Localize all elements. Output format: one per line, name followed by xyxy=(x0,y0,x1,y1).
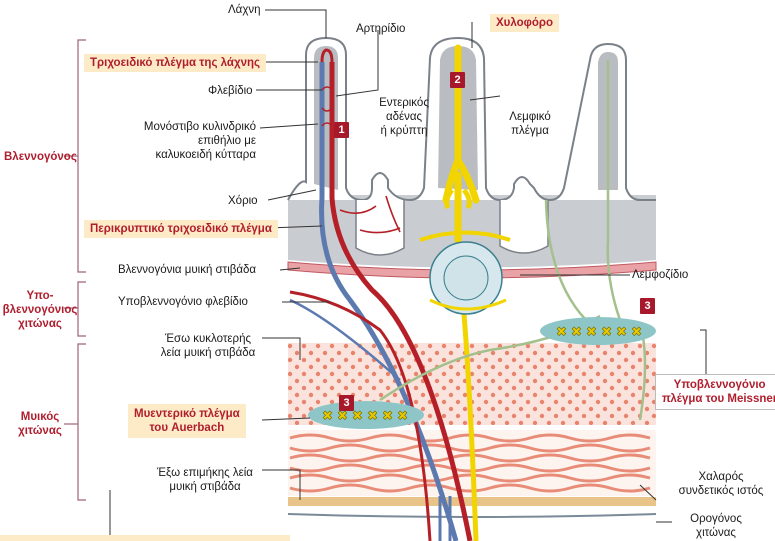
lamina-propria-label: Χόριο xyxy=(228,195,258,207)
lymphoid-follicle-label: Λεμφοζίδιο xyxy=(632,269,689,281)
meissner-label: Υποβλεννογόνιο πλέγμα του Meissner xyxy=(655,374,775,410)
svg-text:✖ ✖ ✖ ✖ ✖ ✖: ✖ ✖ ✖ ✖ ✖ ✖ xyxy=(556,325,642,340)
marker-1: 1 xyxy=(334,122,349,138)
submucosal-venule-label: Υποβλεννογόνιο φλεβίδιο xyxy=(118,296,248,308)
venule-label: Φλεβίδιο xyxy=(208,85,253,97)
cropped-highlight xyxy=(0,535,290,541)
layer-muscularis-label: Μυικός χιτώνας xyxy=(18,411,62,437)
muscularis-mucosae-label: Βλεννογόνια μυική στιβάδα xyxy=(118,264,257,276)
connective-tissue-label: Χαλαρός συνδετικός ιστός xyxy=(678,471,764,497)
longitudinal-fibers xyxy=(289,433,651,493)
lymph-plexus-label: Λεμφικό πλέγμα xyxy=(509,111,551,137)
intestinal-crypt xyxy=(355,200,405,256)
layer-brackets xyxy=(64,39,86,501)
layer-submucosa-label: Υπο- βλεννογόνιος χιτώνας xyxy=(2,290,78,330)
lacteal-label: Χυλοφόρο xyxy=(490,14,560,32)
arteriole xyxy=(329,62,473,541)
meissner-plexus xyxy=(540,317,656,345)
marker-3-meissner: 3 xyxy=(640,298,655,314)
pericryptal-label: Περικρυπτικό τριχοειδικό πλέγμα xyxy=(84,220,278,238)
villus-capillary-label: Τριχοειδικό πλέγμα της λάχνης xyxy=(84,54,266,72)
svg-text:✖ ✖ ✖ ✖ ✖ ✖: ✖ ✖ ✖ ✖ ✖ ✖ xyxy=(322,409,408,424)
auerbach-label: Μυεντερικό πλέγμα του Auerbach xyxy=(128,404,246,438)
serosa-label: Ορογόνος χιτώνας xyxy=(690,513,742,539)
auerbach-plexus xyxy=(308,401,424,429)
villus-label: Λάχνη xyxy=(228,4,261,16)
marker-3-auerbach: 3 xyxy=(339,395,354,411)
capillary-network xyxy=(321,86,401,234)
marker-2: 2 xyxy=(450,72,465,88)
epithelium-label: Μονόστιβο κυλινδρικό επιθήλιο με καλυκοε… xyxy=(143,121,256,161)
leader-lines xyxy=(109,9,707,541)
layer-mucosa-label: Βλεννογόνος xyxy=(4,151,77,163)
outer-muscle-label: Έξω επιμήκης λεία μυική στιβάδα xyxy=(157,467,253,493)
inner-muscle-label: Έσω κυκλοτερής λεία μυική στιβάδα xyxy=(160,333,256,359)
arteriole-label: Αρτηρίδιο xyxy=(356,23,406,35)
crypt-label: Εντερικός αδένας ή κρύπτη xyxy=(379,97,429,137)
serosa-line xyxy=(287,513,657,518)
venule xyxy=(319,62,459,541)
